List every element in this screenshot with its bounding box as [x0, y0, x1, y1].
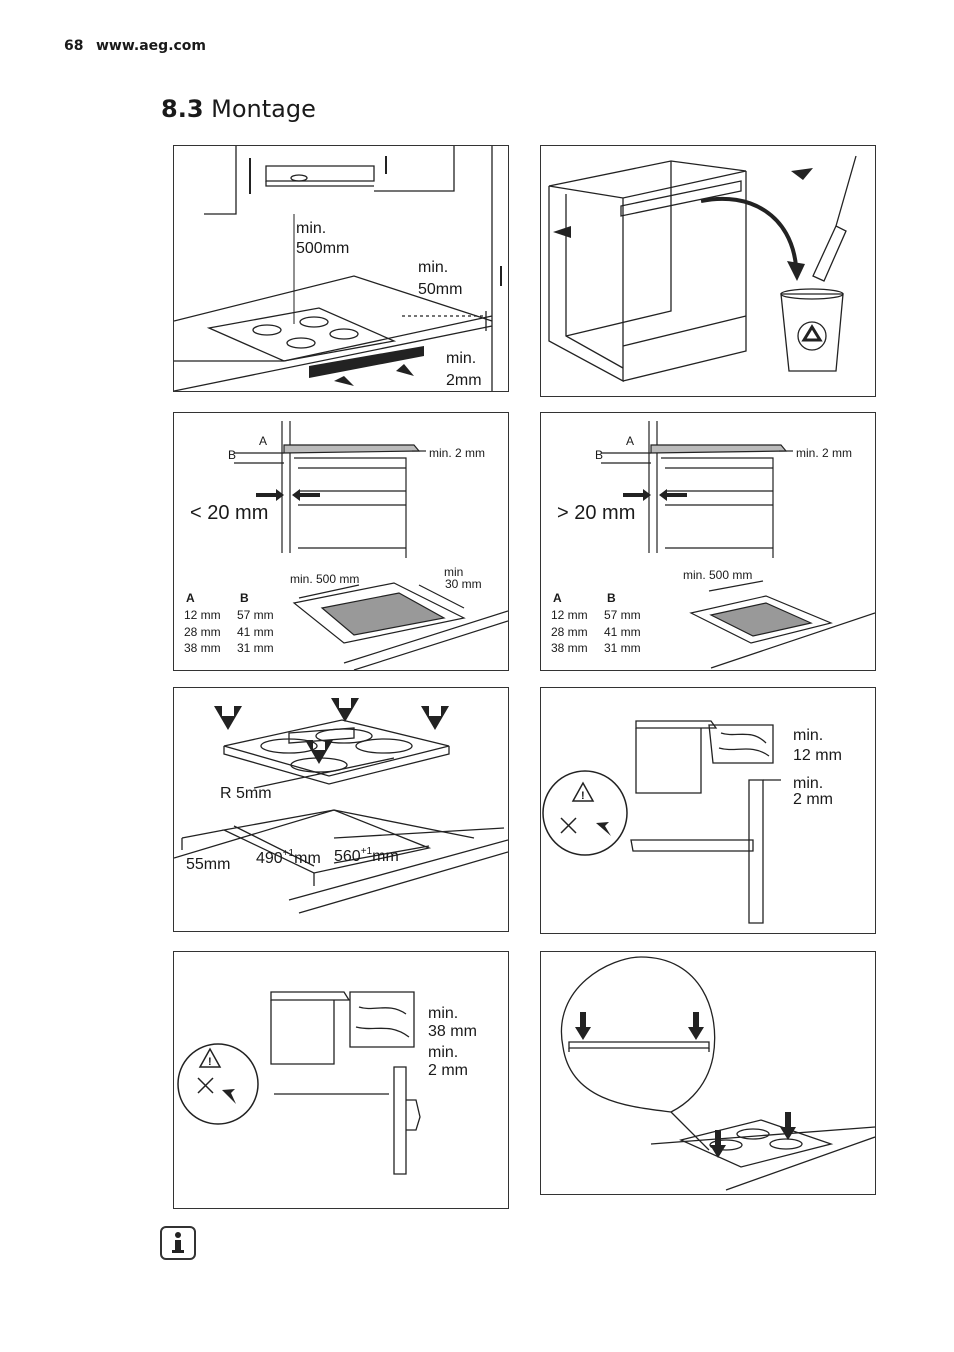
top-gap-label: min. 2 mm	[429, 446, 485, 460]
worktop-12mm-illustration: ! min. 12 mm min. 2 mm	[542, 720, 842, 924]
gap-min-value: 2 mm	[428, 1062, 468, 1079]
page-number: 68	[64, 38, 84, 54]
depth-label: min. 500 mm	[683, 568, 752, 582]
wall-lt-20mm-illustration: A B min. 2 mm < 20 mm min. 500 mm min 30…	[184, 421, 508, 670]
wall-min-label: min.	[418, 259, 448, 276]
table-header-a: A	[553, 591, 562, 605]
panel-press-hob	[540, 951, 876, 1195]
side-min-value: 30 mm	[445, 577, 482, 591]
remove-rail-illustration	[548, 155, 857, 383]
width2-unit: mm	[372, 848, 399, 865]
gap-min-label: min.	[446, 350, 476, 367]
table-cell: 28 mm	[551, 625, 588, 639]
thickness-min-value: 38 mm	[428, 1023, 477, 1040]
gap-min-value: 2mm	[446, 372, 482, 389]
label-a: A	[259, 434, 267, 448]
recycle-icon	[797, 321, 827, 351]
gap-min-value: 2 mm	[793, 791, 833, 808]
table-header-b: B	[607, 591, 616, 605]
label-a: A	[626, 434, 634, 448]
depth-label: 55mm	[186, 856, 230, 873]
width2-tolerance: +1	[361, 846, 373, 857]
table-header-b: B	[240, 591, 249, 605]
thickness-min-label: min.	[793, 727, 823, 744]
hood-min-label: min.	[296, 220, 326, 237]
section-heading: 8.3 Montage	[161, 95, 316, 123]
website-url: www.aeg.com	[96, 38, 207, 54]
width1-unit: mm	[294, 850, 321, 867]
table-cell: 28 mm	[184, 625, 221, 639]
width2-value: 560	[334, 848, 361, 865]
top-gap-label: min. 2 mm	[796, 446, 852, 460]
width1-tolerance: +1	[283, 848, 295, 859]
label-b: B	[595, 448, 603, 462]
panel-worktop-38mm: ! min. 38 mm min. 2 mm	[173, 951, 509, 1209]
press-hob-illustration	[560, 956, 875, 1191]
panel-wall-gt-20mm: A B min. 2 mm > 20 mm min. 500 mm A B 12…	[540, 412, 876, 671]
depth-label: min. 500 mm	[290, 572, 359, 586]
info-icon-glyph	[172, 1232, 184, 1253]
table-cell: 57 mm	[237, 608, 274, 622]
svg-text:!: !	[581, 790, 585, 802]
section-number: 8.3	[161, 95, 204, 123]
worktop-38mm-illustration: ! min. 38 mm min. 2 mm	[177, 991, 477, 1175]
gap-min-label: min.	[428, 1044, 458, 1061]
thickness-min-label: min.	[428, 1005, 458, 1022]
svg-text:!: !	[208, 1056, 212, 1068]
panel-remove-rail	[540, 145, 876, 397]
width2-label: 560+1mm	[334, 846, 399, 865]
distance-label: > 20 mm	[557, 502, 635, 524]
table-header-a: A	[186, 591, 195, 605]
label-b: B	[228, 448, 236, 462]
table-cell: 38 mm	[551, 641, 588, 655]
info-icon	[160, 1226, 196, 1260]
gap-min-label: min.	[793, 775, 823, 792]
table-cell: 41 mm	[237, 625, 274, 639]
table-cell: 12 mm	[184, 608, 221, 622]
table-cell: 31 mm	[604, 641, 641, 655]
hood-clearance-illustration: min. 500mm min. 50mm min. 2mm	[174, 146, 502, 391]
panel-worktop-12mm: ! min. 12 mm min. 2 mm	[540, 687, 876, 934]
panel-hood-clearance: min. 500mm min. 50mm min. 2mm	[173, 145, 509, 392]
table-cell: 57 mm	[604, 608, 641, 622]
table-cell: 38 mm	[184, 641, 221, 655]
side-min-label: min	[444, 565, 463, 579]
warning-icon: !	[571, 781, 595, 802]
warning-icon: !	[198, 1047, 222, 1068]
width1-value: 490	[256, 850, 283, 867]
cutout-dimensions-illustration: R 5mm 55mm 490+1mm 560+1mm	[174, 698, 508, 914]
distance-label: < 20 mm	[190, 502, 268, 524]
panel-wall-lt-20mm: A B min. 2 mm < 20 mm min. 500 mm min 30…	[173, 412, 509, 671]
width1-label: 490+1mm	[256, 848, 321, 867]
thickness-min-value: 12 mm	[793, 747, 842, 764]
wall-min-value: 50mm	[418, 281, 462, 298]
table-cell: 12 mm	[551, 608, 588, 622]
wall-gt-20mm-illustration: A B min. 2 mm > 20 mm min. 500 mm A B 12…	[551, 421, 875, 669]
table-cell: 31 mm	[237, 641, 274, 655]
panel-cutout-dimensions: R 5mm 55mm 490+1mm 560+1mm	[173, 687, 509, 932]
section-title: Montage	[211, 95, 316, 123]
table-cell: 41 mm	[604, 625, 641, 639]
radius-label: R 5mm	[220, 785, 272, 802]
hood-min-value: 500mm	[296, 240, 349, 257]
